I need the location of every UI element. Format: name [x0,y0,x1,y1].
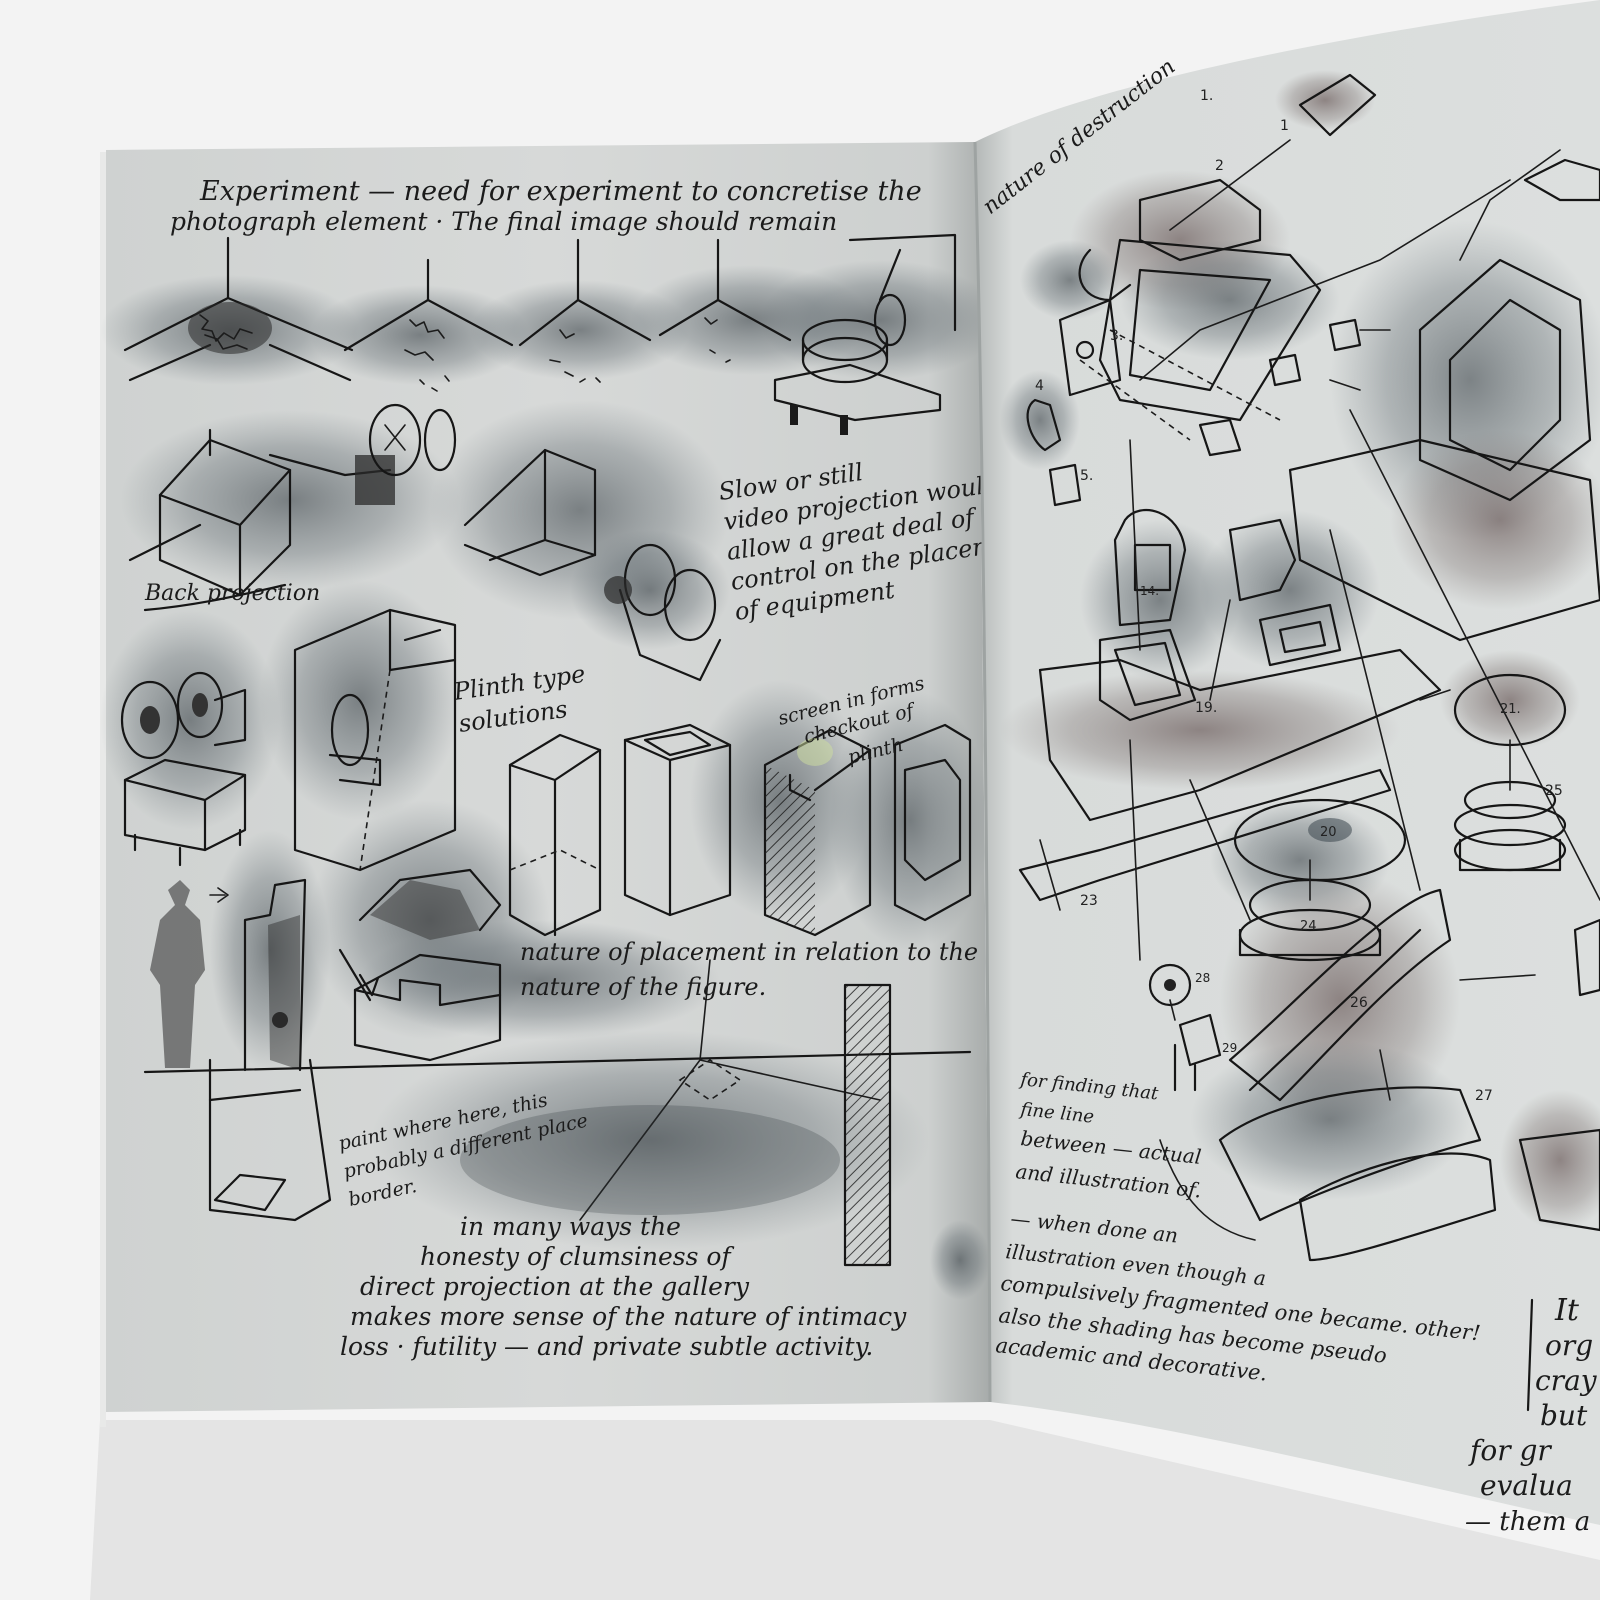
right-page: nature of destruction [973,0,1600,1537]
book-shadow [90,1420,1600,1600]
note-b-line-2: org [1545,1329,1593,1362]
note-b-line-6: evalua [1480,1469,1573,1502]
equipment-sketches [120,608,457,872]
top-note-line-2: photograph element · The final image sho… [170,207,837,236]
bottom-note-line-2: honesty of clumsiness of [420,1242,734,1271]
figure-silhouette [150,880,205,1068]
note-b-line-3: cray [1535,1364,1598,1397]
back-projection-label: Back projection [144,581,320,606]
part-number-26: 26 [1350,995,1368,1011]
figure-sketches [143,868,972,1074]
part-number-23: 23 [1080,893,1098,909]
projection-sketches [128,403,722,682]
note-b-line-5: for gr [1468,1434,1552,1467]
part-number-25: 25 [1545,783,1563,799]
part-number-5: 5. [1080,468,1093,484]
part-number-21: 21. [1500,702,1521,717]
part-number-1b: 1 [1280,118,1289,134]
bottom-note-line-1: in many ways the [460,1212,681,1241]
assembly-arrows [1039,139,1600,1241]
placement-note-line-1: nature of placement in relation to the [520,938,978,966]
top-note-line-1: Experiment — need for experiment to conc… [199,176,922,207]
bottom-note-line-4: makes more sense of the nature of intima… [350,1302,907,1331]
left-page: Experiment — need for experiment to conc… [100,142,1036,1427]
note-b-line-4: but [1540,1399,1588,1432]
part-number-29: 29 [1222,1041,1237,1055]
ink-washes-right [1000,70,1600,1230]
note-b-line-1: It [1554,1293,1580,1328]
plinth-sketches [508,723,972,937]
part-number-2: 2 [1215,158,1224,174]
part-number-27: 27 [1475,1088,1493,1104]
debris-sketches [123,233,957,435]
placement-note-line-2: nature of the figure. [520,973,766,1001]
note-b-line-7: — them a [1465,1507,1590,1537]
part-number-4: 4 [1035,378,1044,394]
part-number-3: 3. [1110,328,1123,344]
part-number-28: 28 [1195,971,1210,985]
part-number-20: 20 [1320,825,1337,840]
part-number-24: 24 [1300,919,1317,934]
part-numbers: 1. 1 2 3. 4 5. 14. 19. 21. 20 23 24 25 2… [1035,88,1563,1104]
bottom-note-line-5: loss · futility — and private subtle act… [340,1332,873,1361]
part-number-14: 14. [1140,584,1159,598]
part-number-1a: 1. [1200,88,1213,104]
bottom-note-line-3: direct projection at the gallery [360,1272,750,1301]
room-sketches [208,959,892,1267]
part-number-19: 19. [1195,700,1217,716]
exploded-parts [1018,73,1600,1262]
